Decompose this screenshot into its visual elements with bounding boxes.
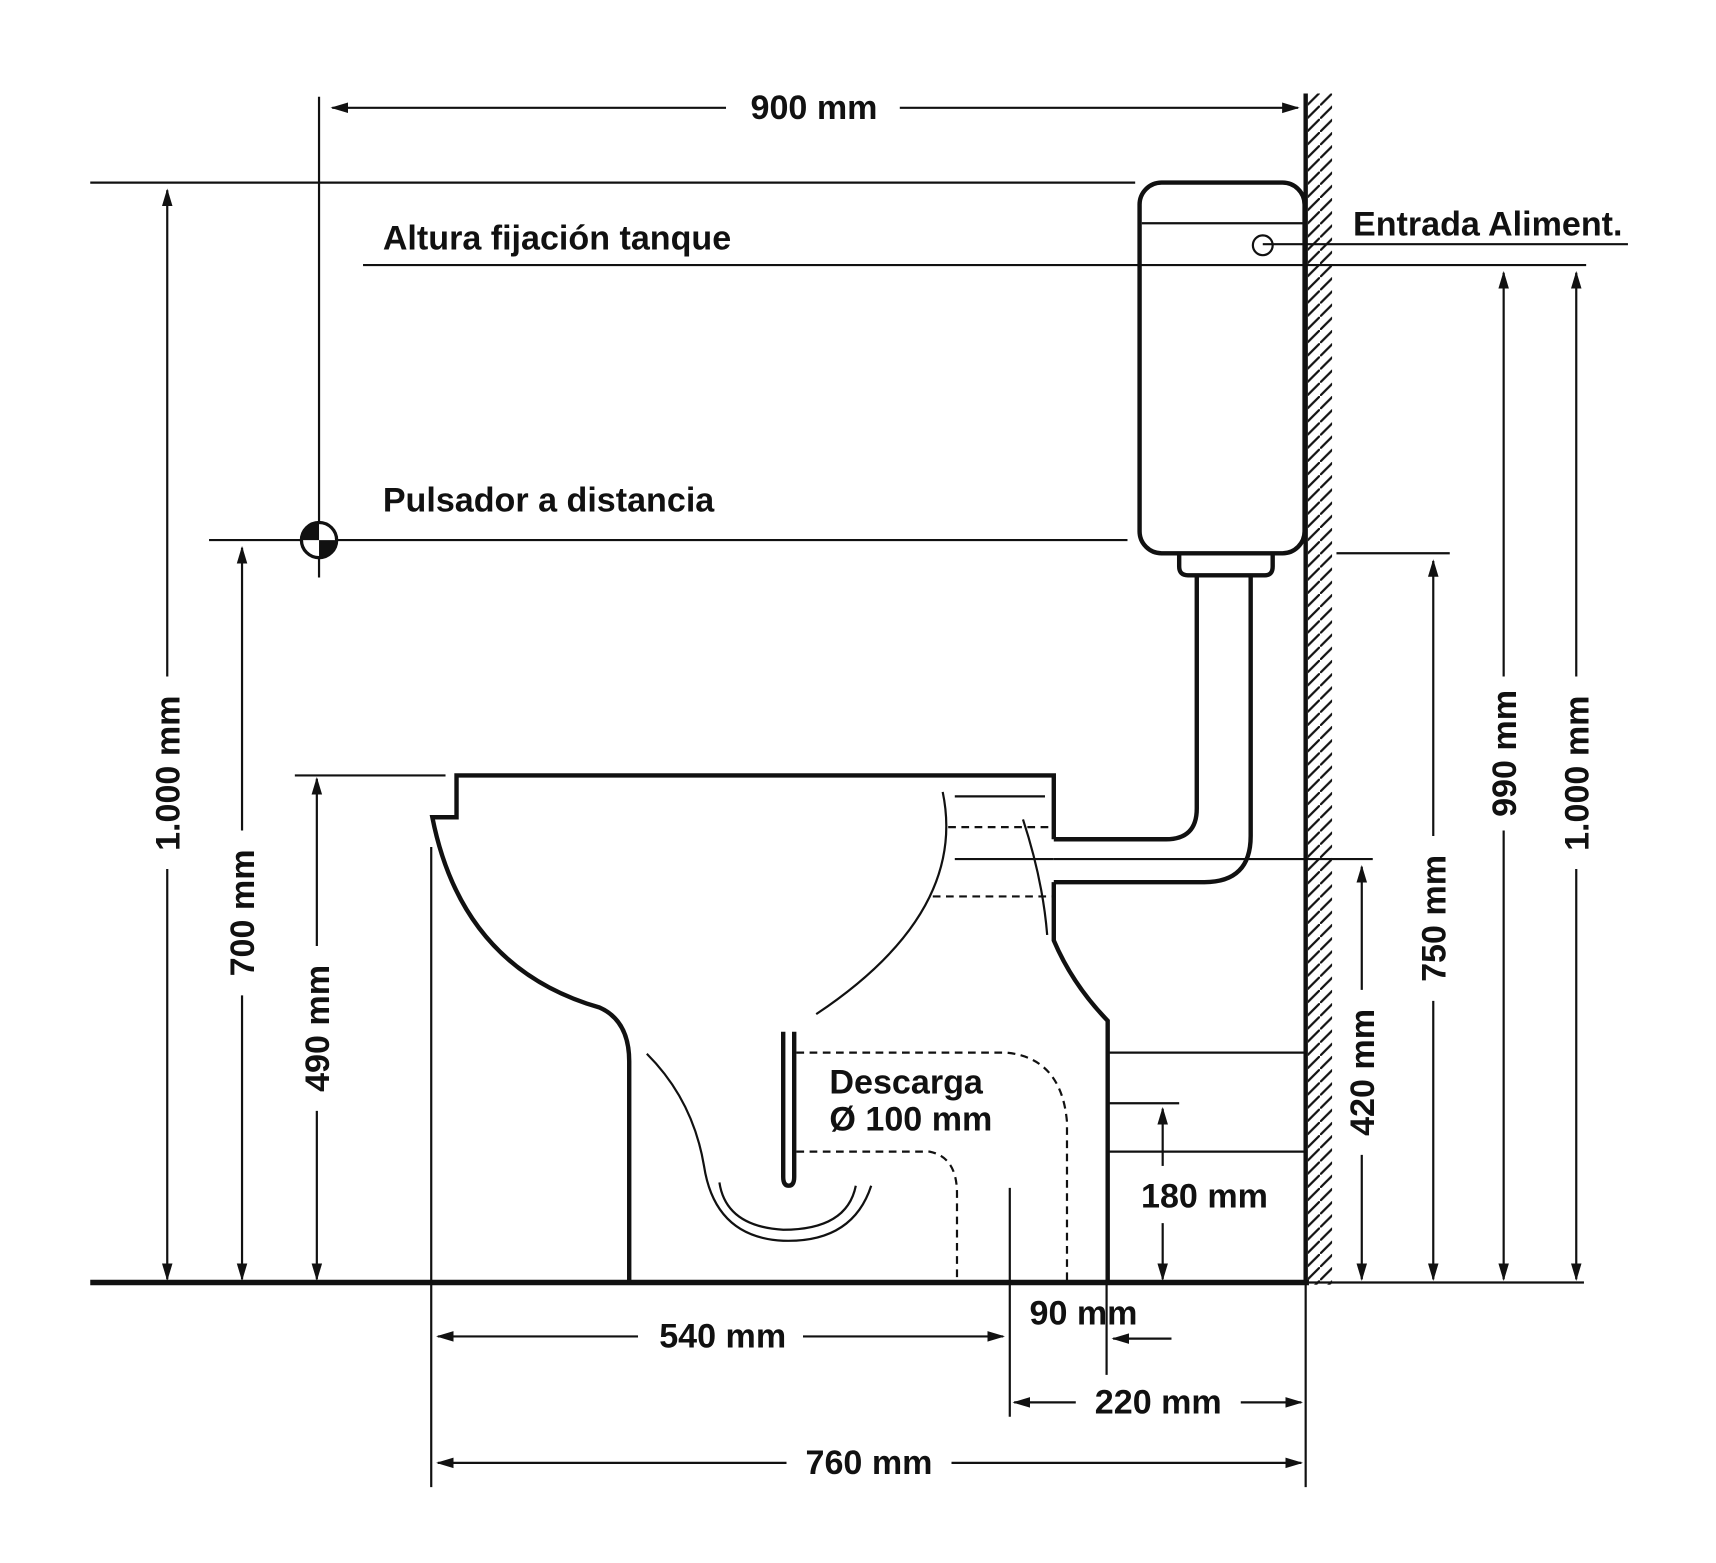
cistern-tank bbox=[1137, 180, 1307, 578]
remote-button-symbol bbox=[299, 520, 339, 560]
dim-490-label: 490 mm bbox=[299, 965, 337, 1092]
toilet-bowl bbox=[429, 773, 1110, 1283]
water-inlet-icon bbox=[1251, 234, 1274, 257]
dim-180-label: 180 mm bbox=[1141, 1178, 1268, 1216]
dimension-lines bbox=[161, 102, 1582, 1469]
dim-90-label: 90 mm bbox=[1029, 1294, 1137, 1332]
dim-420-label: 420 mm bbox=[1344, 1009, 1382, 1136]
dim-900-label: 900 mm bbox=[751, 89, 878, 127]
flush-pipe bbox=[1053, 575, 1253, 885]
discharge-diameter-label: Ø 100 mm bbox=[829, 1101, 992, 1139]
wall bbox=[1303, 93, 1333, 1285]
discharge-label: Descarga bbox=[829, 1063, 983, 1101]
remote-button-label: Pulsador a distancia bbox=[383, 481, 715, 519]
dim-760-label: 760 mm bbox=[806, 1444, 933, 1482]
dim-220-label: 220 mm bbox=[1095, 1383, 1222, 1421]
dim-540-label: 540 mm bbox=[659, 1317, 786, 1355]
dim-1000-left-label: 1.000 mm bbox=[149, 696, 187, 851]
dim-700-label: 700 mm bbox=[224, 849, 262, 976]
tank-height-label: Altura fijación tanque bbox=[383, 220, 731, 258]
dim-750-label: 750 mm bbox=[1415, 855, 1453, 982]
dim-990-label: 990 mm bbox=[1486, 690, 1524, 817]
dim-1000-right-label: 1.000 mm bbox=[1558, 696, 1596, 851]
water-inlet-label: Entrada Aliment. bbox=[1353, 205, 1623, 243]
